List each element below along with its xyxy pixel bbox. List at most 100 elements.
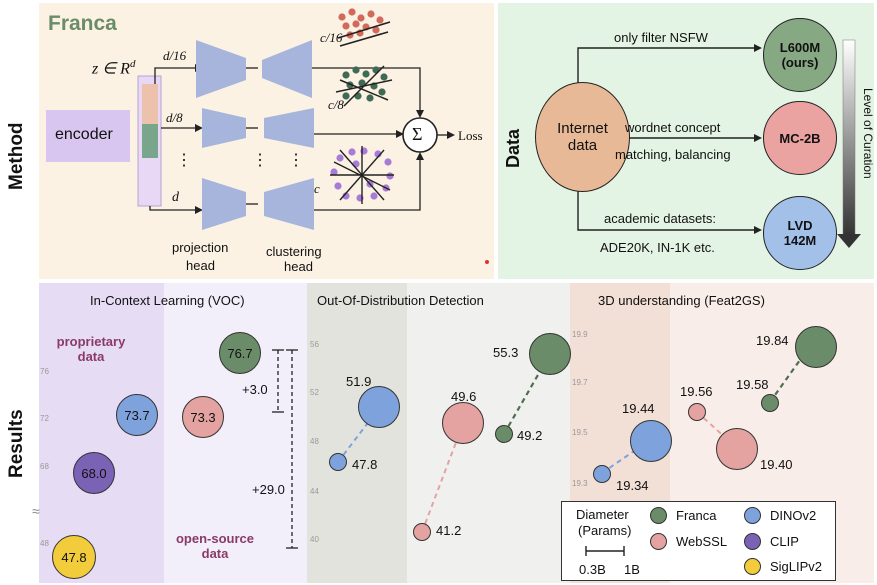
cdim-label-1: c/16 xyxy=(320,30,343,45)
ood-franca-large xyxy=(529,333,571,375)
cdim-label-3: c xyxy=(314,181,320,196)
feat2gs-webssl-small xyxy=(688,403,706,421)
ood-webssl-small-value: 41.2 xyxy=(436,523,462,538)
clustering-head-label-2: head xyxy=(284,259,313,274)
icl-tick: 76 xyxy=(40,367,49,376)
legend-franca-swatch xyxy=(650,507,667,524)
icl-tick: 68 xyxy=(40,462,49,471)
bubble-value: 47.8 xyxy=(61,549,87,565)
branch-label-2b: matching, balancing xyxy=(615,147,731,162)
legend-dinov2-label: DINOv2 xyxy=(770,508,817,523)
legend-large-label: 1B xyxy=(624,562,640,577)
axis-break-symbol: ≈ xyxy=(32,503,40,519)
legend-webssl-label: WebSSL xyxy=(676,534,728,549)
legend-franca-label: Franca xyxy=(676,508,717,523)
legend-webssl-swatch xyxy=(650,533,667,550)
ood-dinov2-large xyxy=(358,386,400,428)
feat2gs-franca-small xyxy=(761,394,779,412)
ood-dinov2-large-value: 51.9 xyxy=(346,374,372,389)
ood-tick: 40 xyxy=(310,535,319,544)
loss-label: Loss xyxy=(458,128,483,143)
bubble-value: 73.3 xyxy=(190,409,216,425)
proprietary-text: proprietary data xyxy=(56,334,126,364)
legend-box xyxy=(561,501,836,581)
projection-head-label: projection xyxy=(172,240,229,255)
dim-label-1: d/16 xyxy=(163,48,187,63)
icl-tick: 72 xyxy=(40,414,49,423)
internet-data-label: Internet data xyxy=(557,120,608,154)
legend-params-label: (Params) xyxy=(578,523,632,538)
bubble-value: 76.7 xyxy=(227,345,253,361)
branch-label-2a: wordnet concept xyxy=(625,120,721,135)
ood-dinov2-small xyxy=(329,453,347,471)
feat2gs-franca-large-value: 19.84 xyxy=(756,333,789,348)
legend-small-label: 0.3B xyxy=(579,562,606,577)
bubble-value: 68.0 xyxy=(81,465,107,481)
feat2gs-webssl-small-value: 19.56 xyxy=(680,384,713,399)
branch-label-1: only filter NSFW xyxy=(614,30,708,45)
ood-tick: 56 xyxy=(310,340,319,349)
ellipsis-3: ⋮ xyxy=(288,152,304,169)
ellipsis-2: ⋮ xyxy=(252,152,268,169)
legend-diameter-label: Diameter xyxy=(576,507,629,522)
feat2gs-title: 3D understanding (Feat2GS) xyxy=(598,293,765,308)
ood-tick: 48 xyxy=(310,437,319,446)
open-source-text: open-source data xyxy=(175,531,254,561)
ood-tick: 44 xyxy=(310,487,319,496)
encoder-label: encoder xyxy=(55,126,113,143)
feat2gs-dinov2-small-value: 19.34 xyxy=(616,478,649,493)
ood-panel-left xyxy=(307,283,407,583)
bubble-value: 73.7 xyxy=(124,407,150,423)
icl-diff-small: +3.0 xyxy=(242,382,268,397)
lvd142m-node: LVD 142M xyxy=(763,196,837,270)
mc2b-node: MC-2B xyxy=(763,101,837,175)
ood-franca-large-value: 55.3 xyxy=(493,345,519,360)
icl-clip-bubble: 68.0 xyxy=(73,452,115,494)
icl-siglip-bubble: 47.8 xyxy=(52,535,96,579)
projection-head-label-2: head xyxy=(186,258,215,273)
feat2gs-webssl-large xyxy=(716,428,758,470)
feat2gs-franca-small-value: 19.58 xyxy=(736,377,769,392)
legend-clip-swatch xyxy=(744,533,761,550)
ood-dinov2-small-value: 47.8 xyxy=(352,457,378,472)
dim-label-3: d xyxy=(172,190,179,205)
internet-data-node: Internet data xyxy=(535,82,630,192)
legend-clip-label: CLIP xyxy=(770,534,799,549)
clustering-head-label: clustering xyxy=(266,244,322,259)
feat2gs-webssl-large-value: 19.40 xyxy=(760,457,793,472)
icl-franca-bubble: 76.7 xyxy=(219,332,261,374)
ood-webssl-large-value: 49.6 xyxy=(451,389,477,404)
encoder-block xyxy=(46,110,130,162)
legend-siglip-swatch xyxy=(744,558,761,575)
dim-label-2: d/8 xyxy=(166,110,183,125)
lvd142m-label: LVD 142M xyxy=(783,218,817,248)
z-label-text: z ∈ R xyxy=(92,60,130,78)
branch-label-3b: ADE20K, IN-1K etc. xyxy=(600,240,715,255)
ellipsis-1: ⋮ xyxy=(176,152,192,169)
proprietary-label: proprietary data xyxy=(55,334,127,364)
ood-tick: 52 xyxy=(310,388,319,397)
z-dimension-label: z ∈ Rd xyxy=(92,58,135,78)
l600m-label: L600M (ours) xyxy=(779,40,821,70)
icl-webssl-bubble: 73.3 xyxy=(182,396,224,438)
ood-title: Out-Of-Distribution Detection xyxy=(317,293,484,308)
ood-webssl-large xyxy=(442,402,484,444)
feat2gs-tick: 19.7 xyxy=(572,378,588,387)
branch-label-3a: academic datasets: xyxy=(604,211,717,226)
feat2gs-tick: 19.9 xyxy=(572,330,588,339)
mc2b-label: MC-2B xyxy=(779,130,821,146)
icl-diff-large: +29.0 xyxy=(252,482,285,497)
feat2gs-tick: 19.3 xyxy=(572,479,588,488)
feat2gs-dinov2-small xyxy=(593,465,611,483)
ood-franca-small xyxy=(495,425,513,443)
z-label-exp: d xyxy=(129,58,136,70)
icl-dinov2-bubble: 73.7 xyxy=(116,394,158,436)
legend-dinov2-swatch xyxy=(744,507,761,524)
sum-symbol: Σ xyxy=(412,124,423,144)
open-source-label: open-source data xyxy=(170,531,260,561)
franca-title: Franca xyxy=(48,12,117,35)
feat2gs-franca-large xyxy=(795,326,837,368)
